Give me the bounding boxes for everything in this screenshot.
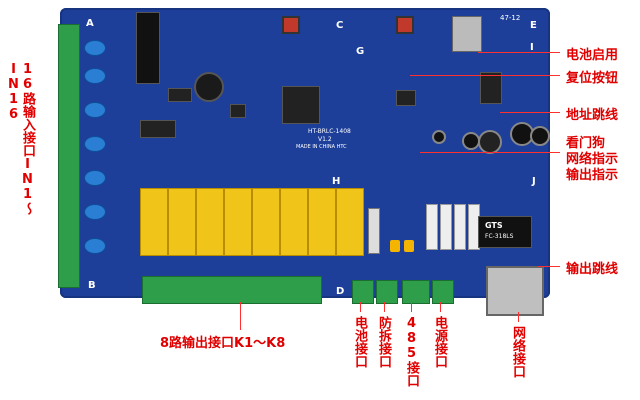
output-terminal-block xyxy=(142,276,322,304)
ic-chip xyxy=(168,88,192,102)
board-letter-j: J xyxy=(532,176,536,187)
label-network-port: 网络接口 xyxy=(510,326,525,378)
rj45-port xyxy=(486,266,544,316)
leader-line xyxy=(500,112,560,113)
input-terminal-block xyxy=(58,24,80,288)
relay xyxy=(336,188,364,256)
board-letter-h: H xyxy=(332,176,341,187)
label-watchdog-line3: 输出指示 xyxy=(566,168,619,183)
capacitor xyxy=(530,126,550,146)
relay xyxy=(224,188,252,256)
board-letter-b: B xyxy=(88,280,96,291)
relay xyxy=(168,188,196,256)
label-inputs-16: 16路输入接口IN1～IN16 xyxy=(6,62,35,215)
inductor xyxy=(478,130,502,154)
leader-line xyxy=(240,302,241,330)
board-made-in-text: MADE IN CHINA HTC xyxy=(296,144,347,150)
label-watchdog-line1: 看门狗 xyxy=(566,136,606,151)
label-tamper-port: 防拆接口 xyxy=(376,316,391,368)
board-version-text: V1.2 xyxy=(318,136,332,143)
board-letter-g: G xyxy=(356,46,365,57)
input-filter-group xyxy=(84,32,124,272)
rj45-model: FC-318LS xyxy=(485,233,514,240)
label-address-jumper: 地址跳线 xyxy=(566,108,619,123)
reset-button-1 xyxy=(282,16,300,34)
ic-chip xyxy=(480,72,502,104)
leader-line xyxy=(518,312,519,322)
leader-line xyxy=(440,302,441,312)
yellow-capacitor xyxy=(404,240,414,252)
board-letter-c: C xyxy=(336,20,344,31)
relay xyxy=(280,188,308,256)
relay xyxy=(308,188,336,256)
reset-button-2 xyxy=(396,16,414,34)
board-letter-i: I xyxy=(530,42,534,53)
label-battery-port: 电池接口 xyxy=(352,316,367,368)
label-watchdog-line2: 网络指示 xyxy=(566,152,619,167)
main-cpu-chip xyxy=(282,86,320,124)
corner-code: 47-12 xyxy=(500,14,521,22)
board-letter-e: E xyxy=(530,20,537,31)
buzzer xyxy=(194,72,224,102)
leader-line xyxy=(538,266,560,267)
power-terminal xyxy=(432,280,454,304)
leader-line xyxy=(410,75,560,76)
rs485-terminal xyxy=(402,280,430,304)
battery-terminal xyxy=(352,280,374,304)
tamper-terminal xyxy=(376,280,398,304)
board-letter-a: A xyxy=(86,18,94,29)
relay-group xyxy=(140,188,390,258)
yellow-capacitor xyxy=(390,240,400,252)
leader-line xyxy=(360,302,361,312)
network-transformer: GTS FC-318LS xyxy=(478,216,532,248)
label-output-jumper: 输出跳线 xyxy=(566,262,619,277)
label-battery-enable: 电池启用 xyxy=(566,48,619,63)
label-outputs-8: 8路输出接口K1～K8 xyxy=(160,336,286,351)
label-rs485-port: 485接口 xyxy=(404,316,419,387)
relay xyxy=(252,188,280,256)
ic-chip xyxy=(230,104,246,118)
ic-chip xyxy=(140,120,176,138)
relay xyxy=(140,188,168,256)
leader-line xyxy=(384,302,385,312)
leader-line xyxy=(411,302,412,312)
address-jumper-header xyxy=(136,12,160,84)
pcb-board: HT-BRLC-1408 V1.2 MADE IN CHINA HTC xyxy=(58,8,550,316)
board-letter-d: D xyxy=(336,286,345,297)
leader-line xyxy=(420,152,560,153)
voltage-regulator xyxy=(452,16,482,52)
power-resistors xyxy=(426,204,480,250)
board-logo-text: HT-BRLC-1408 xyxy=(308,128,351,135)
fuse xyxy=(368,208,380,254)
label-reset-button: 复位按钮 xyxy=(566,71,619,86)
leader-line xyxy=(478,52,560,53)
capacitor xyxy=(432,130,446,144)
ic-chip xyxy=(396,90,416,106)
rj45-brand: GTS xyxy=(485,221,503,230)
relay xyxy=(196,188,224,256)
label-power-port: 电源接口 xyxy=(432,316,447,368)
